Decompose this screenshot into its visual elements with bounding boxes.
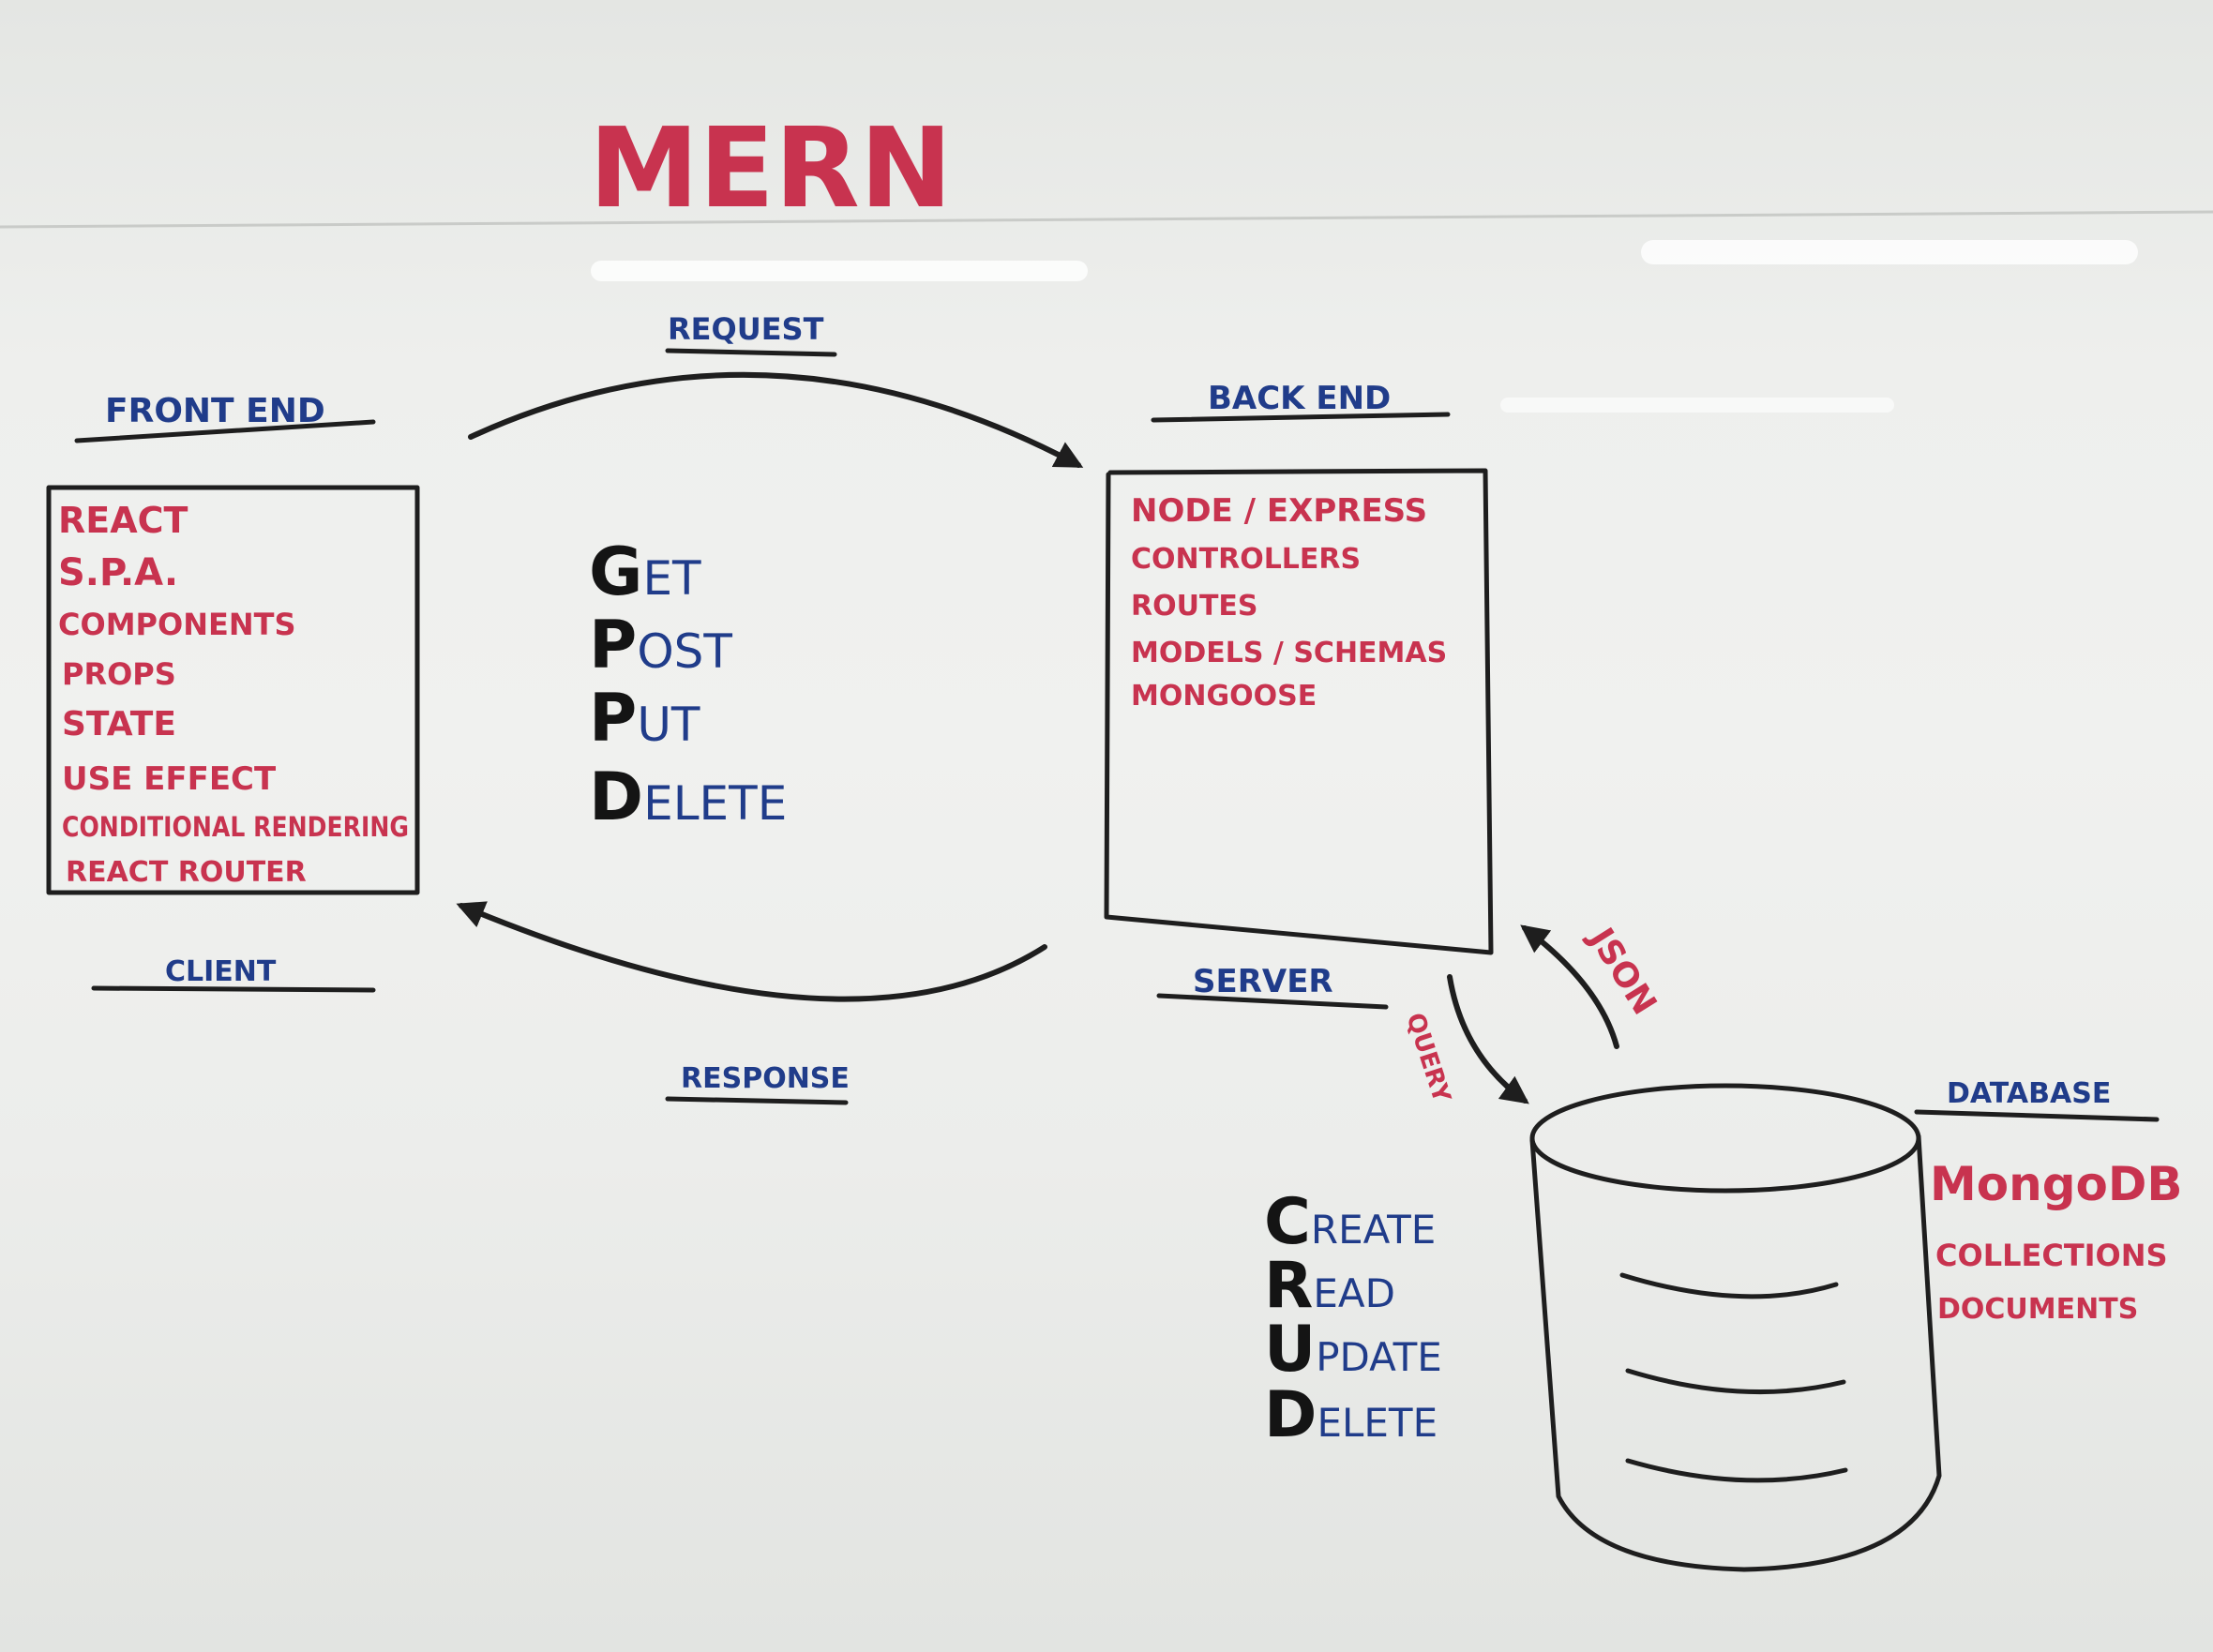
glare-reflection — [591, 261, 1088, 281]
http-methods-list: GET POST PUT DELETE — [589, 533, 787, 835]
database-underline — [1914, 1109, 2160, 1122]
request-arrow — [468, 371, 1084, 468]
crud-list: CREATE READ UPDATE DELETE — [1264, 1185, 1442, 1452]
back-end-heading: BACK END — [1208, 380, 1391, 417]
database-item: DOCUMENTS — [1937, 1293, 2138, 1326]
request-label: REQUEST — [668, 311, 824, 347]
crud-operation: CREATE — [1264, 1185, 1436, 1259]
query-arrow — [1447, 974, 1529, 1104]
crud-operation: DELETE — [1264, 1378, 1438, 1452]
front-end-heading: FRONT END — [105, 392, 325, 430]
crud-operation: READ — [1264, 1249, 1395, 1323]
front-end-item: COMPONENTS — [58, 607, 295, 642]
front-end-underline — [74, 419, 376, 443]
crud-operation: UPDATE — [1264, 1313, 1442, 1387]
back-end-underline — [1151, 412, 1451, 423]
back-end-list: NODE / EXPRESS CONTROLLERS ROUTES MODELS… — [1131, 492, 1447, 713]
query-label: QUERY — [1400, 1010, 1455, 1107]
front-end-item: REACT ROUTER — [66, 856, 307, 889]
glare-reflection — [1641, 240, 2138, 264]
database-heading: DATABASE — [1947, 1077, 2111, 1110]
database-item: COLLECTIONS — [1935, 1238, 2168, 1273]
database-item: MongoDB — [1930, 1157, 2182, 1211]
back-end-item: MONGOOSE — [1131, 680, 1317, 713]
front-end-item: S.P.A. — [58, 551, 178, 594]
request-underline — [665, 348, 837, 357]
back-end-item: MODELS / SCHEMAS — [1131, 637, 1447, 669]
response-label: RESPONSE — [681, 1062, 850, 1095]
client-underline — [91, 985, 376, 993]
front-end-item: STATE — [62, 705, 176, 743]
server-label: SERVER — [1193, 963, 1333, 1000]
http-method: POST — [589, 607, 732, 683]
back-end-item: ROUTES — [1131, 590, 1258, 623]
page-title: MERN — [589, 103, 953, 233]
front-end-item: REACT — [58, 500, 188, 541]
server-underline — [1156, 993, 1389, 1010]
front-end-item: CONDITIONAL RENDERING — [62, 811, 409, 843]
back-end-box — [1104, 468, 1494, 955]
response-arrow — [456, 901, 1047, 1002]
front-end-list: REACT S.P.A. COMPONENTS PROPS STATE USE … — [58, 500, 409, 889]
glare-reflection — [1500, 398, 1894, 413]
back-end-item: NODE / EXPRESS — [1131, 492, 1427, 530]
json-arrow — [1520, 924, 1619, 1049]
http-method: DELETE — [589, 758, 787, 835]
database-cylinder-icon — [1529, 1083, 1942, 1572]
front-end-box — [46, 485, 420, 895]
front-end-item: USE EFFECT — [62, 760, 277, 798]
database-list: MongoDB COLLECTIONS DOCUMENTS — [1930, 1157, 2182, 1326]
response-underline — [665, 1096, 849, 1105]
json-label: JSON — [1580, 919, 1664, 1021]
http-method: PUT — [589, 680, 700, 757]
http-method: GET — [589, 533, 701, 610]
client-label: CLIENT — [165, 955, 277, 988]
front-end-item: PROPS — [62, 656, 176, 692]
back-end-item: CONTROLLERS — [1131, 543, 1361, 576]
board-seam — [0, 210, 2213, 229]
